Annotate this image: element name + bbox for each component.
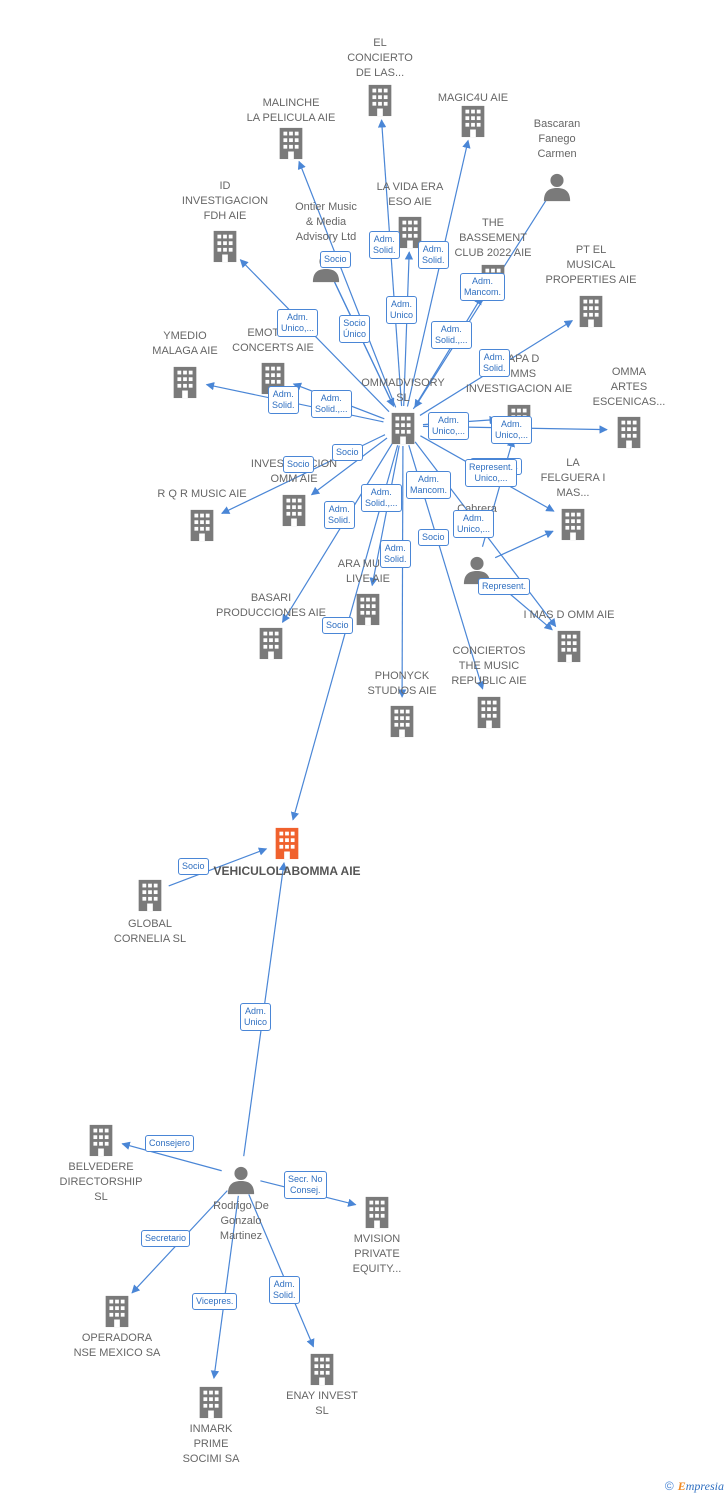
edge-role-tag[interactable]: Adm. Unico,... — [491, 416, 533, 444]
building-icon-global-cornelia[interactable] — [138, 879, 162, 912]
building-icon-imasd[interactable] — [557, 630, 581, 663]
edge-role-tag[interactable]: Adm. Unico — [240, 1003, 272, 1031]
edge-ommadvisory-to-malinche — [297, 160, 397, 408]
edge-ommadvisory-to-phonyck — [397, 445, 407, 698]
copyright-icon: © — [664, 1479, 674, 1493]
edge-role-tag[interactable]: Socio — [178, 858, 209, 875]
edge-role-tag[interactable]: Socio — [332, 444, 363, 461]
edge-role-tag[interactable]: Adm. Unico,... — [428, 412, 470, 440]
building-icon-la-felguera[interactable] — [561, 508, 585, 541]
edge-ommadvisory-to-ara_music — [369, 445, 400, 587]
building-icon-basari[interactable] — [259, 627, 283, 660]
edge-role-tag[interactable]: Socio — [283, 456, 314, 473]
edge-role-tag[interactable]: Adm. Solid. — [418, 241, 449, 269]
edge-role-tag[interactable]: Adm. Solid. — [269, 1276, 300, 1304]
edge-role-tag[interactable]: Represent. — [478, 578, 531, 595]
building-icon-ymedio[interactable] — [173, 366, 197, 399]
building-icon-mvision[interactable] — [365, 1196, 389, 1229]
edge-role-tag[interactable]: Adm. Solid.,... — [431, 321, 472, 349]
building-icon-investigacion-omm[interactable] — [282, 494, 306, 527]
building-icon-omma-artes[interactable] — [617, 416, 641, 449]
edge-role-tag[interactable]: Socio — [320, 251, 351, 268]
edge-ommadvisory-to-basari — [281, 442, 394, 623]
building-icon-magic4u[interactable] — [461, 105, 485, 138]
edge-role-tag[interactable]: Adm. Solid.,... — [311, 390, 352, 418]
building-icon-vehiculo[interactable] — [275, 827, 299, 860]
edge-role-tag[interactable]: Socio Único — [339, 315, 371, 343]
building-icon-belvedere[interactable] — [89, 1124, 113, 1157]
edge-ommadvisory-to-bassement — [412, 296, 483, 410]
edge-role-tag[interactable]: Adm. Solid. — [380, 540, 411, 568]
edge-role-tag[interactable]: Consejero — [145, 1135, 195, 1152]
building-icon-ommadvisory[interactable] — [391, 412, 415, 445]
building-icon-conciertos[interactable] — [477, 696, 501, 729]
edge-role-tag[interactable]: Adm. Solid.,... — [361, 484, 402, 512]
building-icon-id-investigacion[interactable] — [213, 230, 237, 263]
building-icon-inmark[interactable] — [199, 1386, 223, 1419]
edge-role-tag[interactable]: Secretario — [141, 1230, 191, 1247]
building-icon-phonyck[interactable] — [390, 705, 414, 738]
edge-ommadvisory-to-investigacion_omm — [310, 437, 388, 496]
brand-logo-initial: E — [677, 1479, 686, 1493]
edge-ommadvisory-to-magic4u — [406, 139, 471, 407]
building-icon-malinche[interactable] — [279, 127, 303, 160]
edge-role-tag[interactable]: Adm. Solid. — [268, 386, 299, 414]
edge-cabrera-to-la_felguera — [494, 530, 554, 559]
edge-ontier-to-ommadvisory — [334, 281, 395, 407]
edge-rodrigo-to-inmark — [210, 1195, 239, 1380]
edge-role-tag[interactable]: Adm. Unico,... — [277, 309, 319, 337]
person-icon-bascaran[interactable] — [543, 173, 571, 202]
person-icon-rodrigo[interactable] — [227, 1166, 255, 1195]
edge-role-tag[interactable]: Socio — [322, 617, 353, 634]
edge-role-tag[interactable]: Secr. No Consej. — [284, 1171, 327, 1199]
brand-name: mpresia — [685, 1479, 724, 1493]
edge-role-tag[interactable]: Adm. Mancom. — [460, 273, 506, 301]
edge-role-tag[interactable]: Adm. Mancom. — [406, 471, 452, 499]
edge-rodrigo-to-belvedere — [121, 1141, 222, 1172]
building-icon-el-concierto[interactable] — [368, 84, 392, 117]
edge-role-tag[interactable]: Adm. Unico,... — [453, 510, 495, 538]
brand-footer: ©Empresia — [665, 1479, 724, 1494]
building-icon-rqr[interactable] — [190, 509, 214, 542]
edge-role-tag[interactable]: Adm. Solid. — [369, 231, 400, 259]
edge-global_cornelia-to-vehiculo — [168, 847, 268, 887]
edge-role-tag[interactable]: Adm. Unico — [386, 296, 418, 324]
edge-rodrigo-to-enay — [248, 1194, 315, 1348]
building-icon-pt-el-musical[interactable] — [579, 295, 603, 328]
building-icon-operadora[interactable] — [105, 1295, 129, 1328]
edge-role-tag[interactable]: Adm. Solid. — [324, 501, 355, 529]
edge-role-tag[interactable]: Vicepres. — [192, 1293, 238, 1310]
building-icon-enay[interactable] — [310, 1353, 334, 1386]
edge-role-tag[interactable]: Adm. Solid. — [479, 349, 510, 377]
edge-role-tag[interactable]: Socio — [418, 529, 449, 546]
edge-ommadvisory-to-la_vida_era — [403, 251, 414, 407]
edge-role-tag[interactable]: Represent. Unico,... — [465, 459, 518, 487]
building-icon-ara-music[interactable] — [356, 593, 380, 626]
edge-ommadvisory-to-el_concierto — [377, 119, 403, 407]
